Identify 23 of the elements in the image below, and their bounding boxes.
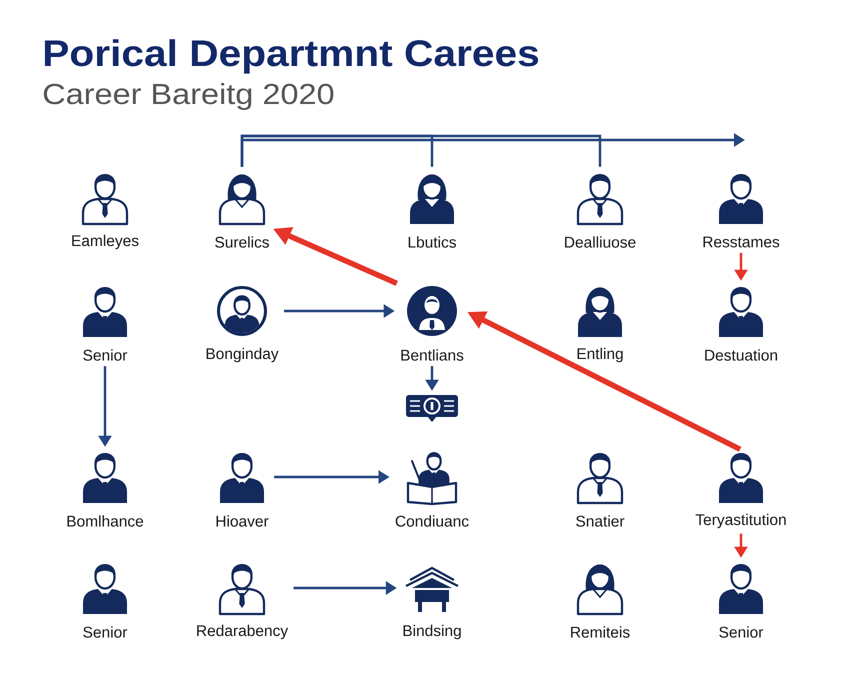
role-label: Condiuanc (396, 515, 469, 527)
title: Porical Departmnt Carees (44, 39, 538, 74)
subtitle: Career Bareitg 2020 (44, 82, 334, 110)
role-label: Dealliuose (565, 236, 636, 248)
role-label: Bentlians (401, 349, 464, 361)
role-label: Bomlhance (68, 515, 144, 527)
role-label: Senior (719, 626, 764, 638)
role-label: Redarabency (197, 624, 288, 640)
badge-icon (406, 395, 458, 422)
role-label: Resstames (704, 236, 780, 248)
role-label: Destuation (705, 349, 778, 361)
role-label: Hioaver (216, 515, 268, 527)
role-label: Senior (83, 626, 128, 638)
role-label: Teryastitution (696, 514, 786, 528)
role-label: Bonginday (206, 348, 279, 362)
role-label: Remiteis (571, 626, 630, 638)
role-label: Snatier (576, 515, 624, 527)
role-label: Entling (578, 348, 623, 362)
role-label: Lbutics (408, 236, 456, 248)
role-label: Eamleyes (72, 234, 138, 250)
role-label: Senior (83, 349, 128, 361)
role-label: Bindsing (404, 624, 461, 640)
role-label: Surelics (215, 236, 269, 248)
